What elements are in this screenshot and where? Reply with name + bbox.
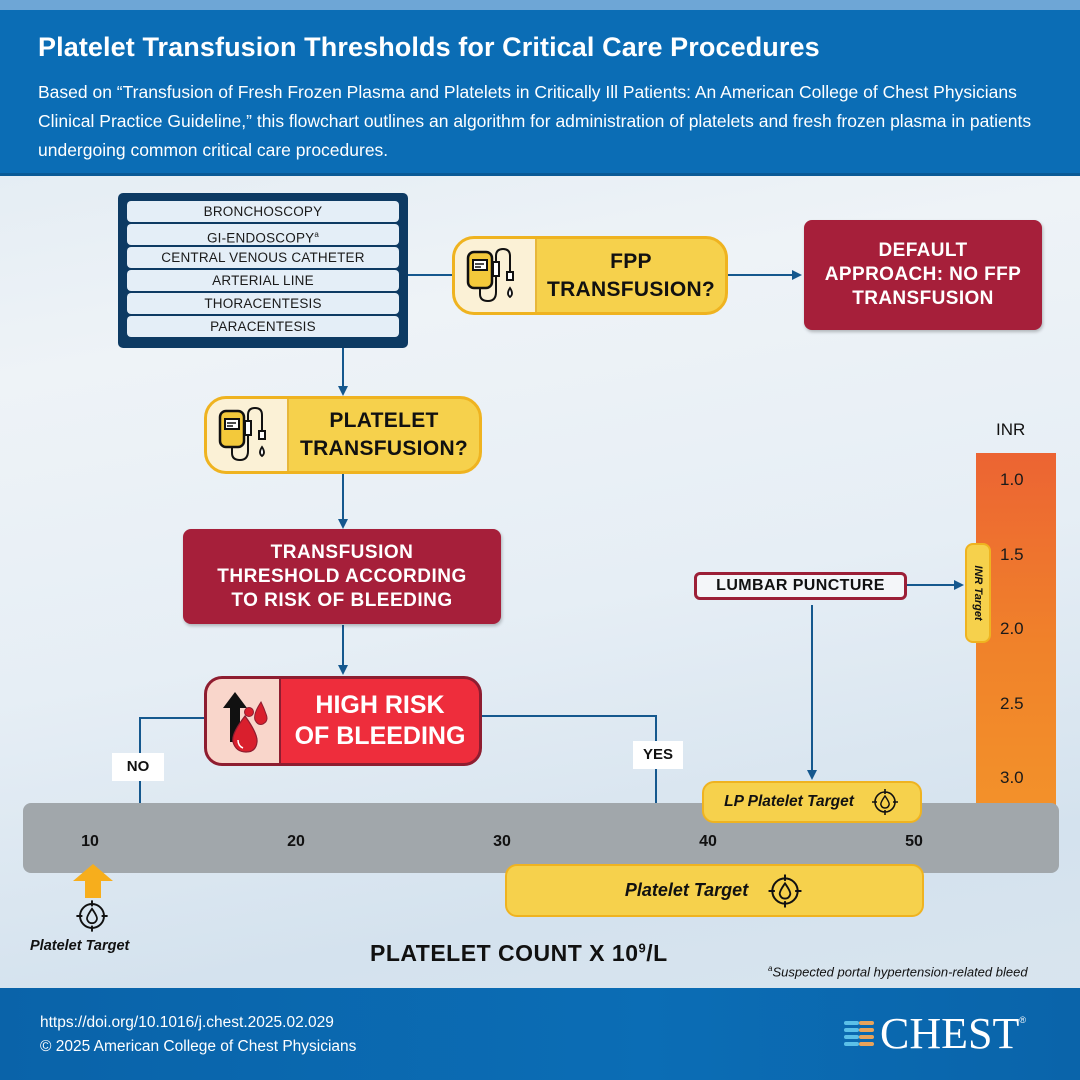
procedure-item: CENTRAL VENOUS CATHETER	[127, 247, 399, 268]
threshold-line1: TRANSFUSION	[270, 541, 414, 563]
platelet-axis-tick: 20	[287, 833, 305, 850]
registered-mark: ®	[1019, 1015, 1026, 1025]
platelet-axis-tick: 10	[81, 833, 99, 850]
procedure-label: CENTRAL VENOUS CATHETER	[161, 250, 365, 265]
inr-target-marker: INR Target	[965, 543, 991, 643]
low-risk-target-arrow	[73, 864, 113, 898]
page-title: Platelet Transfusion Thresholds for Crit…	[38, 32, 820, 62]
procedure-item: PARACENTESIS	[127, 316, 399, 337]
inr-scale-label: INR	[996, 420, 1026, 439]
default-line3: TRANSFUSION	[852, 288, 994, 309]
ffp-line1: FPP	[610, 249, 652, 273]
ffp-line2: TRANSFUSION?	[546, 277, 716, 301]
high-risk-bleeding-box: HIGH RISK OF BLEEDING	[204, 676, 482, 766]
high-risk-line2: OF BLEEDING	[294, 722, 466, 750]
inr-tick-label: 2.5	[1000, 693, 1024, 713]
platelet-axis-tick: 30	[493, 833, 511, 850]
high-risk-line1: HIGH RISK	[315, 691, 445, 719]
low-risk-target-label: Platelet Target	[30, 938, 130, 954]
default-line1: DEFAULT	[878, 240, 968, 261]
procedure-label: ARTERIAL LINE	[212, 273, 314, 288]
axis-title-exp: 9	[638, 940, 647, 956]
platelet-axis-title: PLATELET COUNT X 109/L	[370, 940, 668, 967]
threshold-box: TRANSFUSION THRESHOLD ACCORDING TO RISK …	[183, 529, 501, 624]
high-risk-target-label: Platelet Target	[624, 880, 749, 900]
header-banner: Platelet Transfusion Thresholds for Crit…	[0, 0, 1080, 176]
footer-banner: https://doi.org/10.1016/j.chest.2025.02.…	[0, 988, 1080, 1080]
ffp-question-label: FPP TRANSFUSION?	[537, 239, 725, 312]
yes-branch-label: YES	[633, 741, 683, 769]
procedure-footnote-marker: a	[314, 230, 320, 239]
platelet-axis-tick: 40	[699, 833, 717, 850]
lumbar-puncture-box: LUMBAR PUNCTURE	[694, 572, 907, 600]
target-drop-icon	[768, 874, 802, 907]
iv-bag-icon	[455, 239, 537, 312]
no-branch-label: NO	[112, 753, 164, 781]
procedure-label: PARACENTESIS	[210, 319, 316, 334]
default-line2: APPROACH: NO FFP	[824, 264, 1022, 285]
threshold-line2: THRESHOLD ACCORDING	[217, 565, 467, 587]
target-drop-icon	[76, 900, 108, 932]
chest-logo-mark-icon	[842, 1016, 876, 1052]
axis-title-unit: /L	[646, 940, 668, 966]
inr-tick-label: 1.0	[1000, 470, 1024, 489]
lp-target-label: LP Platelet Target	[724, 793, 854, 810]
high-risk-platelet-target: Platelet Target	[505, 864, 924, 917]
iv-bag-icon	[207, 399, 289, 471]
copyright-text: © 2025 American College of Chest Physici…	[40, 1038, 357, 1055]
doi-link[interactable]: https://doi.org/10.1016/j.chest.2025.02.…	[40, 1014, 334, 1031]
procedure-label: GI-ENDOSCOPY	[206, 230, 315, 246]
procedure-item: ARTERIAL LINE	[127, 270, 399, 291]
platelet-axis-tick: 50	[905, 833, 923, 850]
chest-logo: CHEST®	[842, 1012, 1026, 1056]
inr-tick-label: 2.0	[1000, 619, 1024, 638]
platelet-question-label: PLATELET TRANSFUSION?	[289, 399, 479, 471]
inr-target-label: INR Target	[972, 565, 984, 621]
platelet-transfusion-question: PLATELET TRANSFUSION?	[204, 396, 482, 474]
threshold-line3: TO RISK OF BLEEDING	[231, 589, 453, 611]
lp-platelet-target: LP Platelet Target	[702, 781, 922, 823]
high-risk-label: HIGH RISK OF BLEEDING	[281, 679, 479, 763]
chest-logo-text: CHEST	[880, 1009, 1020, 1058]
ffp-transfusion-question: FPP TRANSFUSION?	[452, 236, 728, 315]
procedure-item: BRONCHOSCOPY	[127, 201, 399, 222]
procedure-label: BRONCHOSCOPY	[203, 204, 323, 219]
target-drop-icon	[871, 789, 898, 815]
platelet-line2: TRANSFUSION?	[299, 437, 469, 460]
procedure-item: GI-ENDOSCOPYa	[127, 224, 399, 246]
footnote: aSuspected portal hypertension-related b…	[768, 964, 1028, 979]
procedure-label: THORACENTESIS	[204, 296, 322, 311]
footnote-text: Suspected portal hypertension-related bl…	[772, 964, 1028, 980]
axis-title-text: PLATELET COUNT X 10	[370, 940, 639, 966]
inr-tick-label: 3.0	[1000, 768, 1024, 787]
platelet-line1: PLATELET	[329, 409, 439, 432]
procedure-item: THORACENTESIS	[127, 293, 399, 314]
footnote-marker: a	[768, 964, 773, 973]
page-description: Based on “Transfusion of Fresh Frozen Pl…	[38, 82, 1032, 160]
default-no-ffp-box: DEFAULT APPROACH: NO FFP TRANSFUSION	[804, 220, 1042, 330]
inr-tick-label: 1.5	[1000, 544, 1024, 564]
blood-drops-up-arrow-icon	[207, 679, 281, 763]
